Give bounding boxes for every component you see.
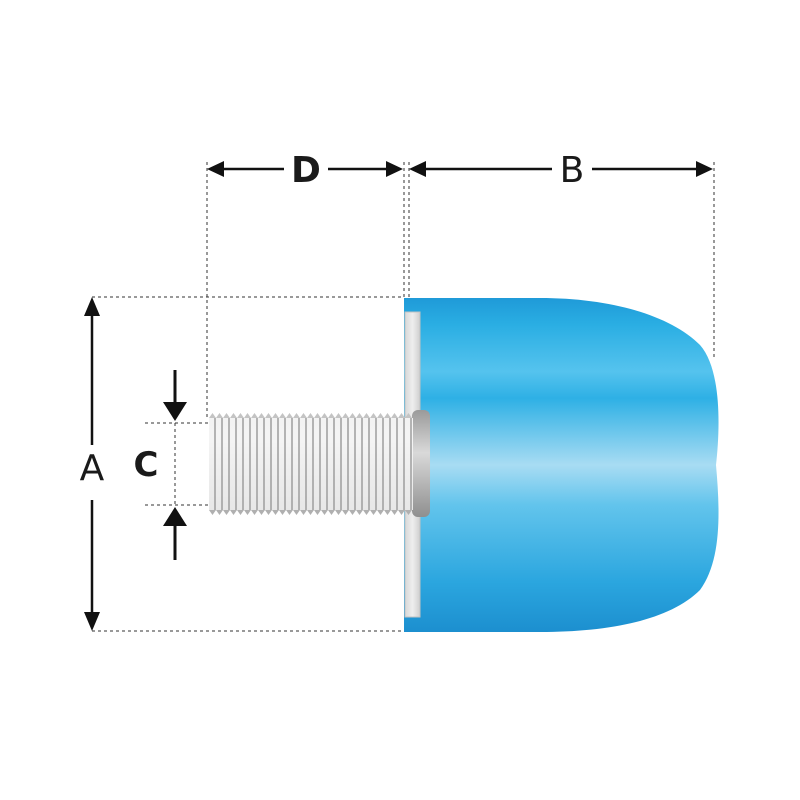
pointer-arrow-icon xyxy=(163,402,187,421)
thread-crest xyxy=(356,413,363,418)
dimension-b: B xyxy=(409,150,713,191)
thread-crest xyxy=(349,413,356,418)
thread-crest xyxy=(279,510,286,515)
thread-crest xyxy=(314,510,321,515)
thread-crest xyxy=(363,413,370,418)
pointer-arrow-icon xyxy=(163,507,187,526)
thread-crest xyxy=(321,413,328,418)
thread-crest xyxy=(223,413,230,418)
thread-crest xyxy=(349,510,356,515)
arrowhead-icon xyxy=(696,161,713,177)
arrowhead-icon xyxy=(84,612,100,631)
thread-crest xyxy=(286,510,293,515)
thread-crest xyxy=(391,510,398,515)
dimension-d: D xyxy=(207,150,403,191)
thread-crest xyxy=(356,510,363,515)
thread-crest xyxy=(370,413,377,418)
thread-crest xyxy=(335,510,342,515)
dimension-label-d: D xyxy=(291,150,321,191)
dimension-c: C xyxy=(134,370,187,560)
thread-crest xyxy=(307,413,314,418)
thread-crest xyxy=(230,413,237,418)
thread-crest xyxy=(377,413,384,418)
thread-crest xyxy=(405,413,412,418)
thread-crest xyxy=(293,510,300,515)
thread-crest xyxy=(251,510,258,515)
thread-crest xyxy=(265,510,272,515)
thread-crest xyxy=(342,510,349,515)
arrowhead-icon xyxy=(386,161,403,177)
dimension-label-a: A xyxy=(80,448,105,489)
extension-lines xyxy=(92,162,715,632)
threaded-stud xyxy=(209,418,413,510)
thread-crest xyxy=(237,510,244,515)
thread-crest xyxy=(300,510,307,515)
thread-crest xyxy=(314,413,321,418)
thread-crest xyxy=(216,413,223,418)
thread-crest xyxy=(209,413,216,418)
thread-crest xyxy=(342,413,349,418)
thread-crest xyxy=(370,510,377,515)
thread-crest xyxy=(216,510,223,515)
arrowhead-icon xyxy=(207,161,224,177)
thread-crest xyxy=(391,413,398,418)
thread-crest xyxy=(244,510,251,515)
thread-crest xyxy=(279,413,286,418)
thread-crest xyxy=(230,510,237,515)
arrowhead-icon xyxy=(84,297,100,316)
dimension-label-b: B xyxy=(560,150,585,191)
thread-crest xyxy=(265,413,272,418)
thread-crest xyxy=(384,510,391,515)
thread-crest xyxy=(405,510,412,515)
dimension-a: A xyxy=(80,297,105,631)
thread-crest xyxy=(307,510,314,515)
bolt-collar xyxy=(412,410,430,517)
thread-crest xyxy=(237,413,244,418)
thread-crest xyxy=(384,413,391,418)
thread-crest xyxy=(251,413,258,418)
thread-crest xyxy=(398,413,405,418)
thread-crests xyxy=(209,413,412,515)
thread-crest xyxy=(363,510,370,515)
thread-crest xyxy=(377,510,384,515)
thread-crest xyxy=(300,413,307,418)
thread-crest xyxy=(258,413,265,418)
thread-crest xyxy=(209,510,216,515)
thread-crest xyxy=(398,510,405,515)
thread-crest xyxy=(321,510,328,515)
thread-crest xyxy=(258,510,265,515)
dimension-label-c: C xyxy=(134,445,159,485)
thread-crest xyxy=(328,510,335,515)
thread-crest xyxy=(223,510,230,515)
thread-crest xyxy=(244,413,251,418)
arrowhead-icon xyxy=(409,161,426,177)
thread-crest xyxy=(286,413,293,418)
thread-crest xyxy=(328,413,335,418)
thread-crest xyxy=(335,413,342,418)
thread-crest xyxy=(272,413,279,418)
thread-crest xyxy=(293,413,300,418)
rubber-body xyxy=(404,298,719,632)
thread-crest xyxy=(272,510,279,515)
